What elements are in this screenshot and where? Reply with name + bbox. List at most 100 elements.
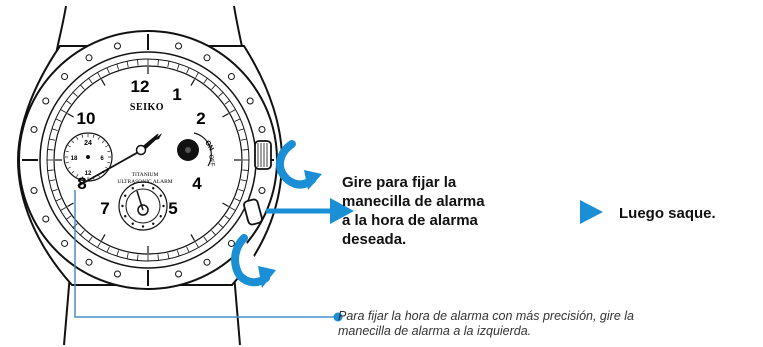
minute-tick — [97, 242, 101, 248]
subdial-center — [86, 155, 90, 159]
minute-tick — [49, 179, 56, 182]
subdial-tick — [107, 150, 111, 153]
subdial-tick — [81, 134, 84, 138]
minute-tick — [72, 92, 78, 97]
minute-tick — [106, 246, 110, 253]
minute-tick — [116, 63, 120, 70]
seconds-dot — [124, 194, 127, 197]
subdial-tick — [67, 145, 71, 148]
minute-tick — [176, 250, 180, 257]
bezel-dot — [258, 187, 266, 195]
minute-tick — [195, 72, 199, 78]
bezel-dot — [113, 42, 121, 50]
subdial-tick — [81, 176, 84, 180]
note-connector-dot — [333, 312, 343, 322]
hour-tick — [100, 79, 106, 86]
instruction-line-1: Gire para fijar la — [342, 174, 457, 191]
minute-tick — [66, 215, 72, 220]
rotate-up-arrow-icon — [275, 140, 316, 189]
subdial-tick — [97, 136, 100, 140]
minute-tick — [211, 84, 216, 90]
minute-tick — [106, 67, 110, 74]
bezel-dot — [30, 125, 38, 133]
crown[interactable] — [254, 140, 272, 170]
crown-knurling — [257, 143, 268, 167]
alarm-button[interactable] — [243, 198, 263, 226]
subdial-tick — [65, 161, 69, 164]
note-connector-line — [74, 190, 338, 318]
minute-tick — [126, 61, 129, 68]
minute-tick — [157, 59, 159, 66]
bezel-dot — [61, 73, 69, 81]
precision-note: Para fijar la hora de alarma con más pre… — [338, 309, 750, 339]
subdial-numeral-6: 6 — [100, 156, 104, 162]
minute-tick — [234, 118, 241, 122]
minute-tick — [242, 169, 249, 171]
numeral-5: 5 — [168, 199, 177, 218]
alarm-hand — [77, 149, 143, 187]
subdial-tick — [101, 140, 105, 144]
pull-out-arrowhead-icon — [330, 198, 354, 224]
seconds-dot — [131, 187, 134, 190]
minute-tick — [116, 250, 120, 257]
center-hub — [135, 144, 147, 156]
bezel-dot — [175, 42, 183, 50]
switch-off-label: OFF — [207, 154, 215, 167]
bezel-dot — [30, 187, 38, 195]
subdial-numeral-24: 24 — [84, 140, 92, 147]
seconds-dot — [162, 204, 165, 208]
seconds-dot — [121, 204, 124, 208]
minute-tick — [137, 59, 139, 66]
minute-tick — [230, 207, 236, 211]
rotate-up-arrowhead-icon — [304, 170, 322, 190]
bezel-dot — [113, 270, 121, 278]
minute-tick — [242, 149, 249, 151]
on-off-window — [193, 132, 212, 167]
minute-tick — [47, 169, 54, 171]
minute-tick — [88, 236, 93, 242]
seconds-ticks — [121, 184, 165, 228]
minute-tick — [195, 242, 199, 248]
seconds-dot — [159, 215, 162, 218]
bezel-dot — [61, 239, 69, 247]
seconds-dot — [124, 215, 127, 218]
seconds-dot — [131, 222, 134, 225]
then-pull-text: Luego saque. — [619, 204, 716, 223]
minute-tick — [80, 84, 85, 90]
instruction-line-2: manecilla de alarma — [342, 193, 485, 210]
minute-tick — [203, 236, 208, 242]
numeral-2: 2 — [196, 109, 205, 128]
seconds-dot — [141, 225, 145, 228]
minute-tick — [49, 138, 56, 141]
numeral-10: 10 — [77, 109, 96, 128]
instruction-line-4: deseada. — [342, 231, 407, 248]
subdial-tick — [65, 150, 69, 153]
minute-tick — [238, 128, 245, 132]
hour-tick — [222, 202, 229, 208]
hour-tick — [222, 112, 229, 118]
subdial-numeral-18: 18 — [71, 156, 78, 162]
seconds-dot — [152, 187, 155, 190]
seconds-dot — [152, 222, 155, 225]
subdial-tick — [76, 136, 79, 140]
subdial-tick — [71, 140, 75, 144]
hour-tick — [190, 79, 196, 86]
minute-tick — [88, 78, 93, 84]
subdial-tick — [105, 145, 109, 148]
subdial-tick — [92, 134, 95, 138]
minute-tick — [167, 252, 170, 259]
note-line-2: manecilla de alarma a la izquierda. — [338, 324, 532, 338]
hour-tick — [67, 202, 74, 208]
brand-logo: SEIKO — [130, 102, 164, 113]
switch-on-label: ON — [203, 140, 214, 153]
model-line-2: ULTRASONIC ALARM — [117, 179, 172, 185]
minute-tick — [157, 254, 159, 261]
minute-tick — [203, 78, 208, 84]
rotate-down-arrow-icon — [231, 234, 270, 287]
rotate-down-arrowhead-icon — [258, 266, 276, 288]
subdial-seconds-inner — [125, 188, 161, 224]
minute-tick — [211, 230, 216, 236]
minute-tick — [218, 92, 224, 97]
minute-tick — [47, 149, 54, 151]
